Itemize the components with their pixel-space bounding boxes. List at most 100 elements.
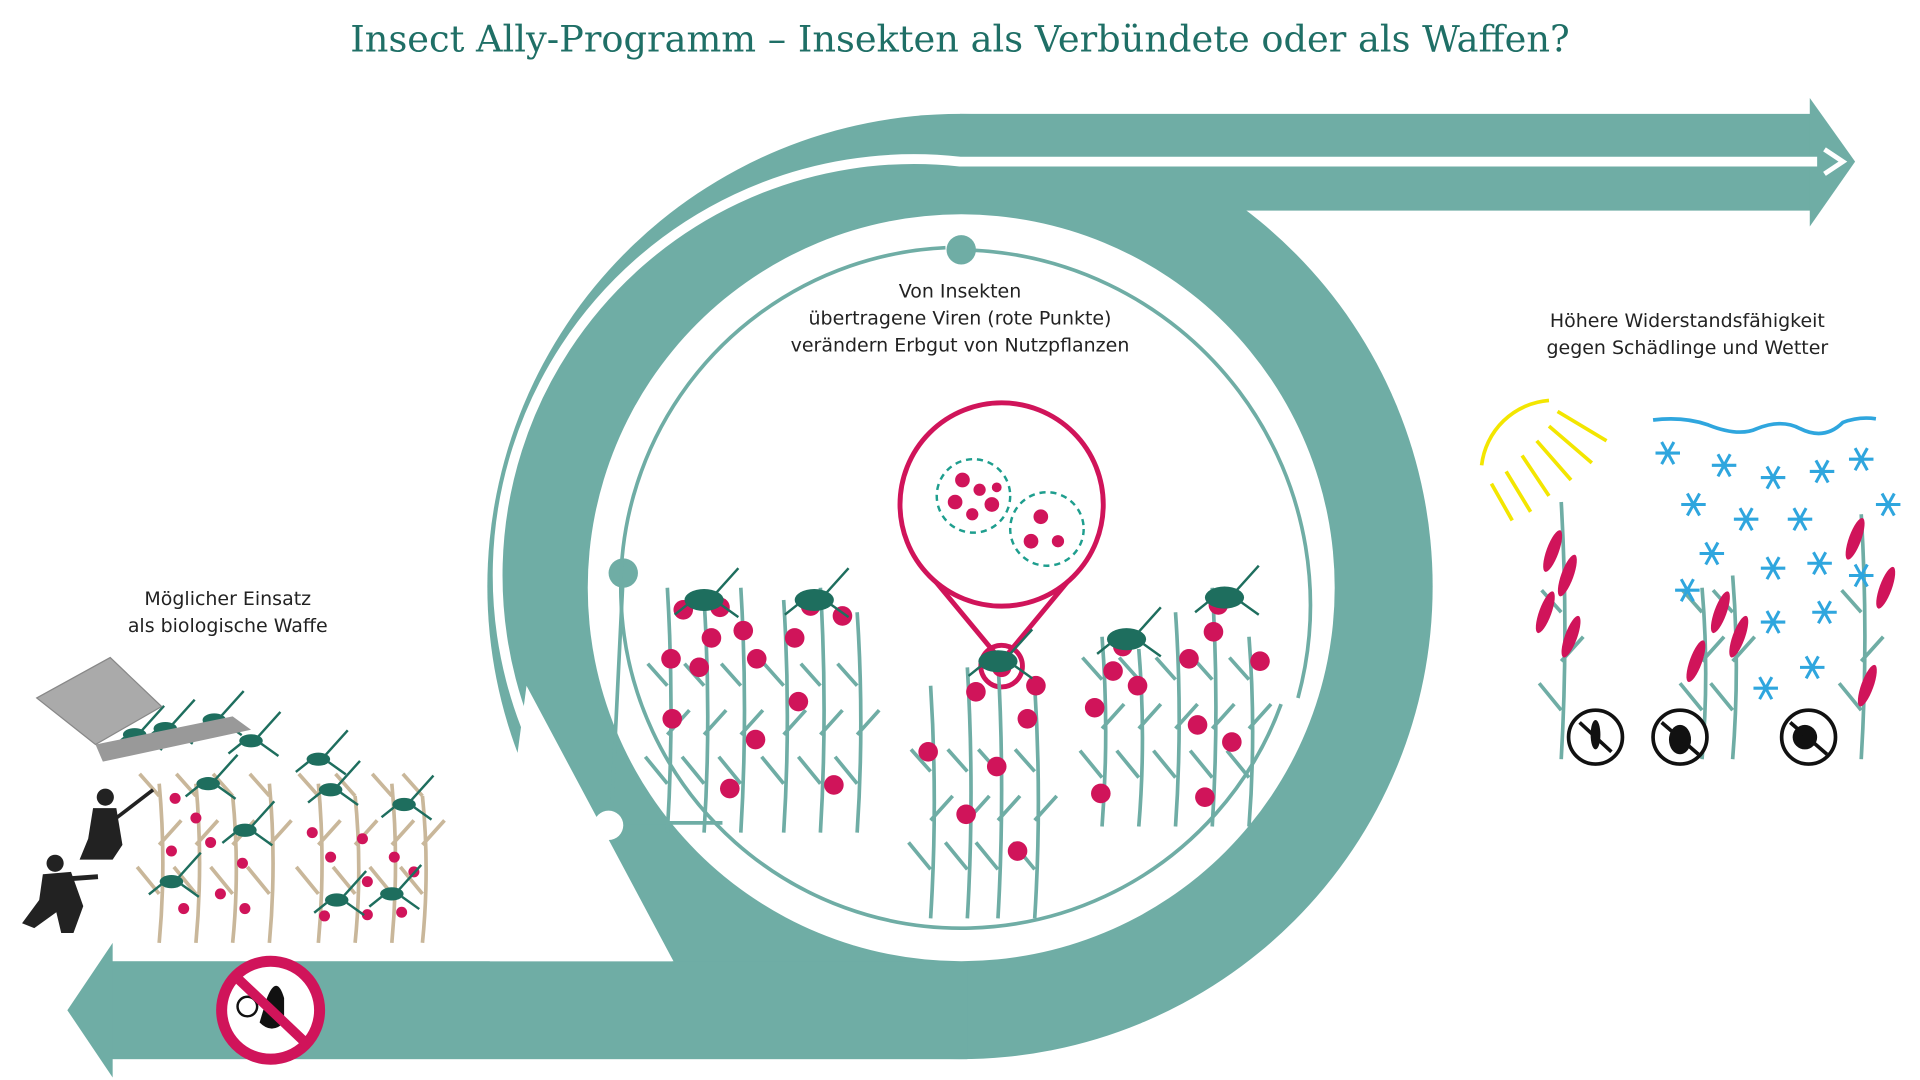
snowflake-icon [1787,507,1813,531]
snowflake-icon [1800,655,1825,680]
plant-stalk [1709,575,1757,760]
leaf-icon [1857,664,1877,707]
plant-stalk [1837,514,1885,760]
plant-stalk [135,772,183,944]
virus-dot [178,903,190,915]
snowflake-icon [1807,551,1832,576]
svg-text:Von Insekten: Von Insekten [899,281,1021,303]
virus-dot [1250,651,1270,672]
insect-leg [673,567,740,619]
plant-stalk [294,772,342,944]
plant-stalk [331,772,379,944]
leaf-icon [1561,615,1581,658]
snowflake-icon [1655,441,1680,465]
virus-dot [1007,841,1028,861]
plant-stalk [245,772,293,944]
svg-text:verändern Erbgut von Nutzpflan: verändern Erbgut von Nutzpflanzen [791,334,1130,356]
svg-text:als biologische Waffe: als biologische Waffe [128,615,328,637]
virus-dot [1195,787,1215,807]
insect-leg [184,753,239,800]
virus-dot [956,804,976,825]
plant-stalk [760,599,808,833]
virus-dot [1017,708,1038,729]
virus-dot [689,657,709,678]
virus-dot [214,888,226,900]
plant-stalk [398,772,446,944]
insect-icon [978,650,1018,673]
virus-dot [306,827,318,839]
leaf-icon [1557,554,1577,597]
insect-icon [159,875,184,889]
insect-icon [794,588,834,612]
virus-dot [986,756,1007,777]
virus-dot [190,812,202,824]
leaf-icon [1729,615,1749,658]
virus-dot [325,851,337,863]
insect-icon [239,734,263,748]
plant-stalk [943,667,991,919]
virus-dot [169,792,181,804]
virus-particles [947,472,1065,549]
insect-icon [1204,586,1245,609]
virus-dot [318,910,330,922]
left-arrowhead [67,942,113,1078]
no-access-icon [216,955,326,1065]
snowflake-icon [1699,541,1725,566]
plant-stalk [172,772,220,944]
insect-icon [684,588,724,612]
no-beetle-icon [1651,708,1709,766]
node-top [946,235,976,265]
plant-stalk [1152,612,1199,827]
insect-leg [784,567,850,619]
plant-stalk [1678,587,1726,760]
insect-leg [313,870,368,917]
cloud-icon [1652,416,1877,436]
node-left [608,558,638,588]
virus-dot [396,906,408,918]
snowflake-icon [1733,507,1759,531]
center-label: Von Insekten übertragene Viren (rote Pun… [791,281,1130,357]
insect-leg [307,760,361,806]
node-white [593,810,624,840]
snowflake-icon [1875,492,1901,517]
plant-stalk [717,587,765,833]
plant-stalk [1115,648,1163,827]
leaf-icon [1710,591,1730,634]
virus-dot [788,691,809,712]
virus-dot [746,648,767,669]
plant-stalk [907,685,955,919]
insect-leg [221,800,276,847]
insect-icon [318,783,343,797]
snowflake-icon [1675,578,1700,602]
virus-dot [356,833,368,845]
virus-dot [1203,622,1224,642]
virus-dot [205,836,217,848]
virus-dot [1103,661,1123,681]
plant-stalk [1188,587,1236,827]
insect-icon [392,797,416,812]
magnifier-icon [897,400,1106,690]
insect-leg [380,774,435,821]
virus-dot [361,909,373,921]
snowflake-icon [1812,600,1837,625]
diagram-title: Insect Ally-Programm – Insekten als Verb… [350,17,1569,60]
svg-text:gegen Schädlinge und Wetter: gegen Schädlinge und Wetter [1546,337,1828,359]
right-label: Höhere Widerstandsfähigkeit gegen Schädl… [1546,310,1828,359]
virus-dot [1222,732,1242,752]
leaf-icon [1686,640,1706,683]
virus-dot [388,851,400,863]
virus-dot [1179,648,1199,669]
virus-dot [1187,715,1208,735]
virus-dot [662,708,683,729]
insect-leg [1194,564,1260,616]
insect-leg [967,628,1034,680]
snowflake-icon [1753,676,1778,700]
plant-stalk [1078,636,1126,827]
plant-stalk [209,772,257,944]
virus-dot [784,628,805,648]
left-label: Möglicher Einsatz als biologische Waffe [128,588,328,637]
insect-icon [324,893,349,907]
snowflake-icon [1848,447,1874,471]
insect-icon [233,823,257,837]
insect-leg [368,864,423,911]
